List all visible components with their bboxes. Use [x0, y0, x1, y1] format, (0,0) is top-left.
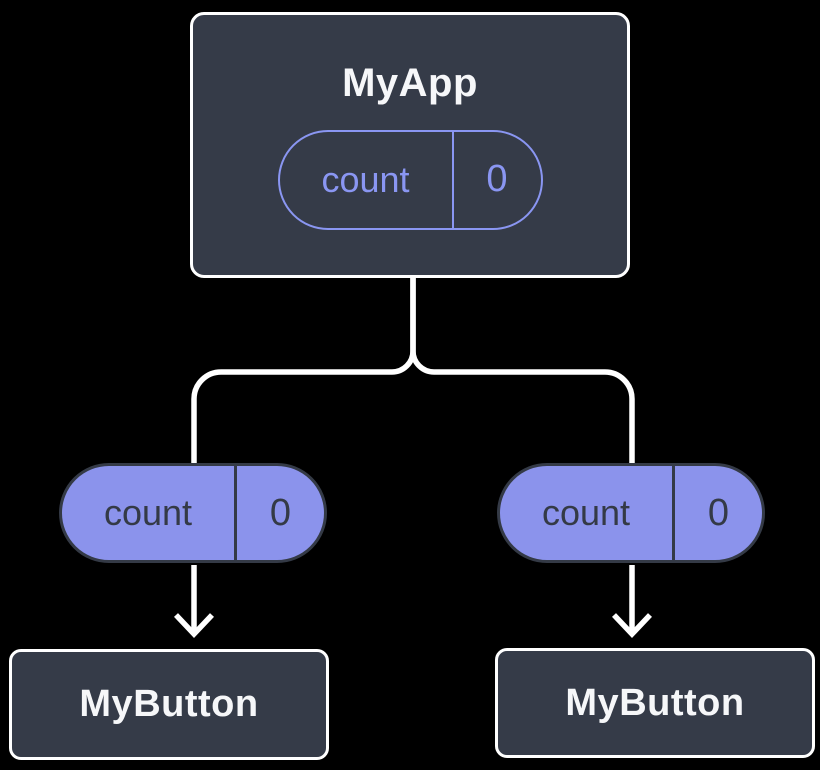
state-name: count — [321, 158, 410, 200]
arrow-down-icon — [174, 565, 214, 638]
right-mybutton-node: MyButton — [495, 648, 815, 758]
myapp-label: MyApp — [342, 60, 478, 105]
arrow-down-icon — [612, 565, 652, 638]
mybutton-label: MyButton — [565, 681, 745, 724]
root-state-pill: count 0 — [277, 129, 543, 230]
prop-value: 0 — [269, 491, 292, 534]
pill-divider — [234, 466, 237, 560]
myapp-node: MyApp count 0 — [190, 12, 630, 278]
pill-divider — [672, 466, 675, 560]
prop-value: 0 — [707, 491, 730, 534]
right-prop-pill: count 0 — [497, 463, 765, 563]
mybutton-label: MyButton — [79, 683, 259, 725]
parent-to-left-child-connector — [191, 277, 416, 463]
prop-name: count — [103, 492, 193, 533]
prop-name: count — [541, 492, 631, 533]
state-value: 0 — [486, 158, 508, 200]
left-prop-pill: count 0 — [59, 463, 327, 563]
left-mybutton-node: MyButton — [9, 649, 329, 760]
pill-divider — [451, 131, 454, 228]
parent-to-right-child-connector — [410, 277, 635, 463]
